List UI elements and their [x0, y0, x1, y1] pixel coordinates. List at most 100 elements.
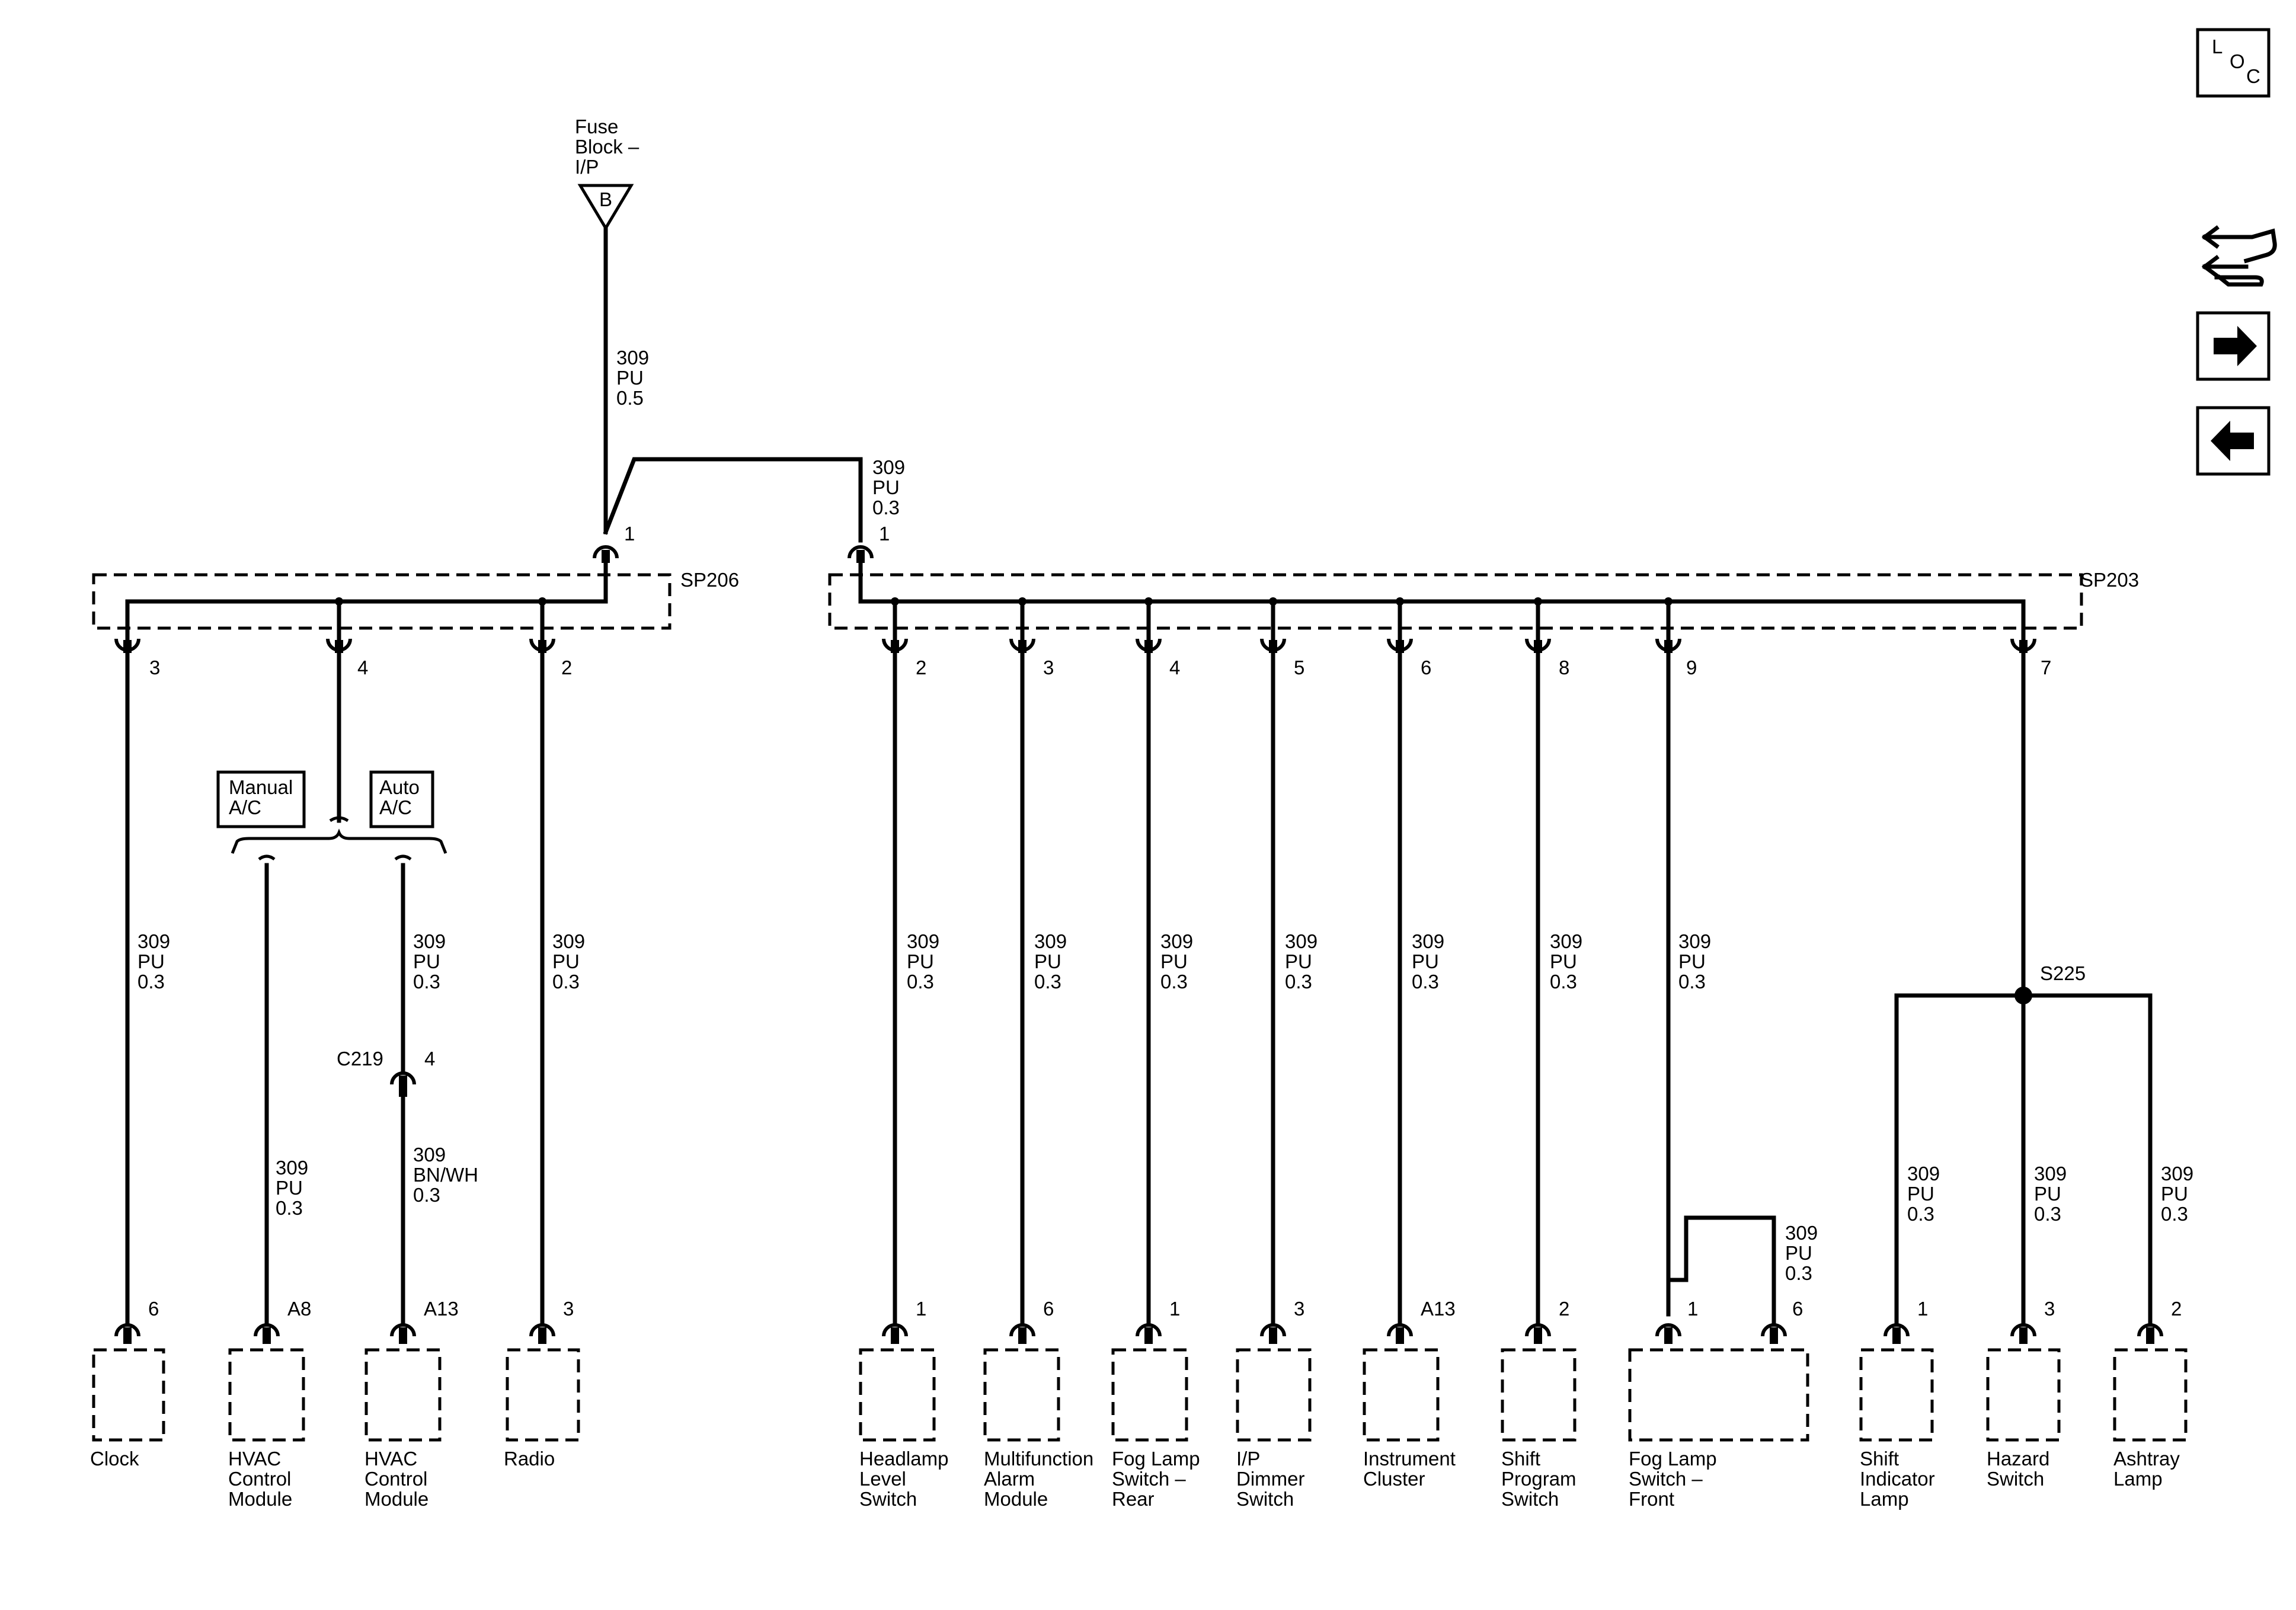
wire-label: 0.3 — [1550, 971, 1577, 993]
break-tilde — [258, 854, 276, 861]
wire-label: 309 — [137, 930, 170, 952]
wire-label: 0.3 — [1034, 971, 1061, 993]
component-name: Radio — [504, 1448, 555, 1470]
component-connector — [1136, 1323, 1162, 1337]
inline-connector-name: C219 — [337, 1048, 383, 1070]
output-pin-number: 7 — [2041, 657, 2051, 678]
wire-label: 0.3 — [1678, 971, 1706, 993]
source-label-line: Fuse — [575, 116, 618, 137]
component-pin-number: 6 — [1792, 1298, 1803, 1320]
wire-label: PU — [137, 950, 165, 972]
component-name: HVAC — [364, 1448, 417, 1470]
component-name: Switch — [859, 1488, 917, 1510]
wire-label: PU — [1785, 1242, 1812, 1264]
wire-label: 0.3 — [2161, 1203, 2188, 1225]
branch-fog-lamp-front: 9 309 PU 0.3 309 PU 0.3 1 6 Fog Lamp Swi… — [1628, 597, 1818, 1510]
component-name: Rear — [1112, 1488, 1155, 1510]
wire-label: PU — [1412, 950, 1439, 972]
component-pin-number: 6 — [1043, 1298, 1054, 1320]
component-name: Headlamp — [859, 1448, 948, 1470]
component-box — [1236, 1348, 1312, 1442]
output-pin-number: 2 — [561, 657, 572, 678]
wire-label: 0.3 — [2034, 1203, 2061, 1225]
component-name: Module — [364, 1488, 428, 1510]
wire-label: 0.3 — [413, 971, 440, 993]
wire-label: PU — [276, 1177, 303, 1199]
component-connector — [882, 1323, 908, 1337]
branch-hvac-auto: 309 PU 0.3 C219 4 309 BN/WH 0.3 A13 HVAC… — [337, 863, 478, 1510]
wire-label: 309 — [1160, 930, 1193, 952]
component-pin-number: 2 — [2171, 1298, 2182, 1320]
break-tilde — [329, 816, 349, 822]
component-box — [92, 1348, 165, 1442]
output-pin-number: 4 — [1169, 657, 1180, 678]
splice-pack-sp206: SP206 1 3 4 2 — [92, 523, 739, 678]
break-tilde — [394, 854, 412, 861]
component-name: Switch – — [1112, 1468, 1186, 1490]
splice-pack-outline — [828, 573, 2083, 630]
component-name: I/P — [1236, 1448, 1260, 1470]
branch-hvac-manual: 309 PU 0.3 A8 HVAC Control Module — [228, 863, 311, 1510]
component-connector — [1655, 1323, 1681, 1337]
option-label: Auto — [379, 776, 420, 798]
wire-label: PU — [2161, 1183, 2188, 1205]
component-name: Fog Lamp — [1629, 1448, 1717, 1470]
branch-s225: 7 S225 — [1894, 599, 2153, 1325]
component-name: Alarm — [984, 1468, 1035, 1490]
input-pin-number: 1 — [879, 523, 890, 545]
side-navigation-icons[interactable]: L O C — [2196, 28, 2277, 476]
component-name: Lamp — [2113, 1468, 2163, 1490]
component-name: Multifunction — [984, 1448, 1093, 1470]
wire-label: 309 — [413, 1144, 446, 1166]
output-pin-number: 3 — [149, 657, 160, 678]
wire-label: 309 — [1785, 1222, 1818, 1244]
component-name: Instrument — [1363, 1448, 1456, 1470]
component-name: Switch — [1501, 1488, 1559, 1510]
wire-label: 0.3 — [413, 1184, 440, 1206]
component-box — [1986, 1348, 2061, 1442]
next-page-icon[interactable] — [2196, 311, 2271, 381]
connector-pin-icon[interactable] — [2202, 225, 2277, 287]
sp206-bus — [125, 556, 608, 604]
component-name: Indicator — [1860, 1468, 1935, 1490]
component-pin-number: A13 — [1421, 1298, 1456, 1320]
wire-label: PU — [1550, 950, 1577, 972]
option-brace — [231, 828, 447, 854]
wire-label: 309 — [1678, 930, 1711, 952]
output-pin-number: 8 — [1559, 657, 1569, 678]
component-name: HVAC — [228, 1448, 281, 1470]
wire-label: PU — [616, 367, 644, 389]
wire-label: 309 — [552, 930, 585, 952]
wire-label: 309 — [1034, 930, 1067, 952]
svg-text:O: O — [2230, 50, 2245, 72]
wire-label: 0.3 — [872, 497, 900, 518]
wire-label: 0.3 — [907, 971, 934, 993]
component-connector — [529, 1323, 555, 1337]
component-name: Module — [228, 1488, 292, 1510]
component-name: Control — [228, 1468, 291, 1490]
component-connector — [2137, 1323, 2163, 1337]
wire-label: 0.3 — [1785, 1262, 1812, 1284]
component-connector — [1761, 1323, 1787, 1337]
option-box-auto — [369, 770, 434, 828]
previous-page-icon[interactable] — [2196, 406, 2271, 476]
component-box — [1859, 1348, 1934, 1442]
inline-connector — [390, 1071, 416, 1085]
component-name: Cluster — [1363, 1468, 1425, 1490]
wire-label: 309 — [1550, 930, 1582, 952]
inline-connector-pin: 4 — [424, 1048, 435, 1070]
component-name: Program — [1501, 1468, 1576, 1490]
component-connector — [114, 1323, 140, 1337]
wire-label: PU — [1907, 1183, 1934, 1205]
component-name: Level — [859, 1468, 906, 1490]
component-name: Shift — [1860, 1448, 1899, 1470]
component-name: Switch – — [1629, 1468, 1703, 1490]
output-pin-number: 4 — [357, 657, 368, 678]
component-pin-number: 6 — [148, 1298, 159, 1320]
loc-icon[interactable]: L O C — [2196, 28, 2271, 98]
component-pin-number: 3 — [1294, 1298, 1304, 1320]
wire-label: 309 — [2161, 1163, 2193, 1185]
